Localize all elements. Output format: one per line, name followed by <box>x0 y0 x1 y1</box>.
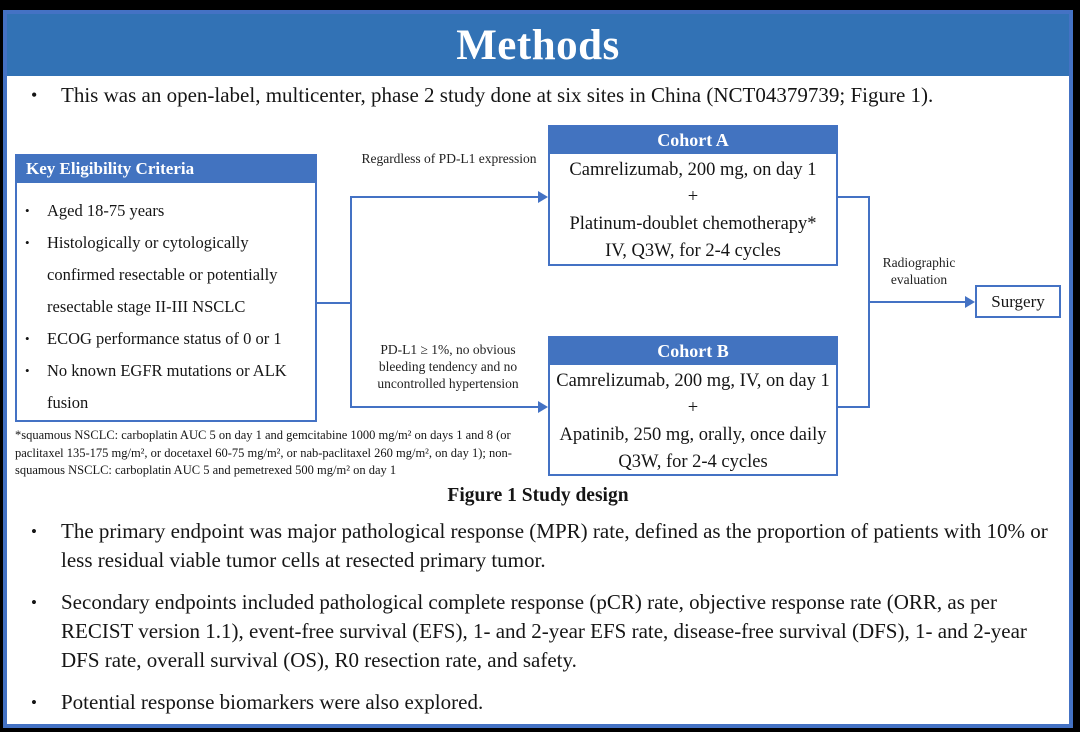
cohort-a-body: Camrelizumab, 200 mg, on day 1 + Platinu… <box>550 154 836 265</box>
intro-bullet-text: This was an open-label, multicenter, pha… <box>61 83 934 107</box>
eligibility-item: • Histologically or cytologically confir… <box>25 227 311 323</box>
bullet-row: • Secondary endpoints included pathologi… <box>31 588 1049 675</box>
eligibility-box: Key Eligibility Criteria • Aged 18-75 ye… <box>15 154 317 422</box>
cohort-a-line: + <box>687 187 699 207</box>
eligibility-item: • No known EGFR mutations or ALK fusion <box>25 355 311 419</box>
eligibility-item-text: Histologically or cytologically confirme… <box>47 233 278 316</box>
primary-endpoint-text: The primary endpoint was major pathologi… <box>61 519 1048 572</box>
cohort-b-box: Cohort B Camrelizumab, 200 mg, IV, on da… <box>548 336 838 476</box>
eligibility-item: • ECOG performance status of 0 or 1 <box>25 323 311 355</box>
secondary-endpoint-text: Secondary endpoints included pathologica… <box>61 590 1027 672</box>
surgery-label: Surgery <box>991 291 1045 311</box>
arrow-to-surgery <box>868 301 965 303</box>
cohort-b-line: + <box>687 398 699 418</box>
eligibility-item: • Aged 18-75 years <box>25 195 311 227</box>
cohort-a-line: Platinum-doublet chemotherapy* <box>569 214 817 234</box>
bullet-icon: • <box>31 85 38 105</box>
study-design-figure: Key Eligibility Criteria • Aged 18-75 ye… <box>7 14 1069 724</box>
bullet-row: • Potential response biomarkers were als… <box>31 688 1049 717</box>
arrow-to-cohort-b <box>352 406 538 408</box>
cohort-b-line: Q3W, for 2-4 cycles <box>618 452 768 472</box>
bullet-icon: • <box>25 363 30 378</box>
branch-label-cohort-b: PD-L1 ≥ 1%, no obvious bleeding tendency… <box>377 342 519 391</box>
cohort-b-line: Apatinib, 250 mg, orally, once daily <box>559 425 827 445</box>
eligibility-header: Key Eligibility Criteria <box>16 155 316 183</box>
methods-slide: Methods • This was an open-label, multic… <box>3 10 1073 728</box>
figure-caption: Figure 1 Study design <box>447 485 629 506</box>
arrowhead-icon <box>538 191 548 203</box>
bullet-icon: • <box>25 331 30 346</box>
endpoint-bullets: • The primary endpoint was major patholo… <box>31 517 1049 730</box>
branch-line <box>350 196 352 408</box>
biomarker-text: Potential response biomarkers were also … <box>61 690 484 714</box>
cohort-b-body: Camrelizumab, 200 mg, IV, on day 1 + Apa… <box>550 365 836 476</box>
arrowhead-icon <box>538 401 548 413</box>
page-title: Methods <box>456 21 620 69</box>
eligibility-item-text: Aged 18-75 years <box>47 201 165 220</box>
cohort-a-line: IV, Q3W, for 2-4 cycles <box>605 241 781 261</box>
cohort-a-box: Cohort A Camrelizumab, 200 mg, on day 1 … <box>548 125 838 266</box>
branch-label-cohort-a: Regardless of PD-L1 expression <box>361 151 537 166</box>
figure-footnote: *squamous NSCLC: carboplatin AUC 5 on da… <box>15 428 512 477</box>
bullet-icon: • <box>31 522 37 541</box>
bullet-row: • The primary endpoint was major patholo… <box>31 517 1049 575</box>
eligibility-item-text: No known EGFR mutations or ALK fusion <box>47 361 287 412</box>
slide-title-banner: Methods <box>7 14 1069 76</box>
connector-line <box>316 302 352 304</box>
eligibility-list: • Aged 18-75 years • Histologically or c… <box>17 183 315 419</box>
surgery-box: Surgery <box>975 285 1061 318</box>
bullet-icon: • <box>31 693 37 712</box>
bullet-icon: • <box>25 235 30 250</box>
cohort-a-exit-line <box>836 196 870 198</box>
arrow-to-cohort-a <box>352 196 538 198</box>
eligibility-item-text: ECOG performance status of 0 or 1 <box>47 329 282 348</box>
intro-bullet: • This was an open-label, multicenter, p… <box>31 82 1051 109</box>
bullet-icon: • <box>31 593 37 612</box>
cohort-b-header: Cohort B <box>549 337 837 365</box>
cohort-a-header: Cohort A <box>549 126 837 154</box>
cohort-b-exit-line <box>836 406 870 408</box>
bullet-icon: • <box>25 203 30 218</box>
cohort-b-line: Camrelizumab, 200 mg, IV, on day 1 <box>556 371 830 391</box>
evaluation-label: Radiographic evaluation <box>882 255 956 287</box>
cohort-a-line: Camrelizumab, 200 mg, on day 1 <box>569 160 817 180</box>
arrowhead-icon <box>965 296 975 308</box>
